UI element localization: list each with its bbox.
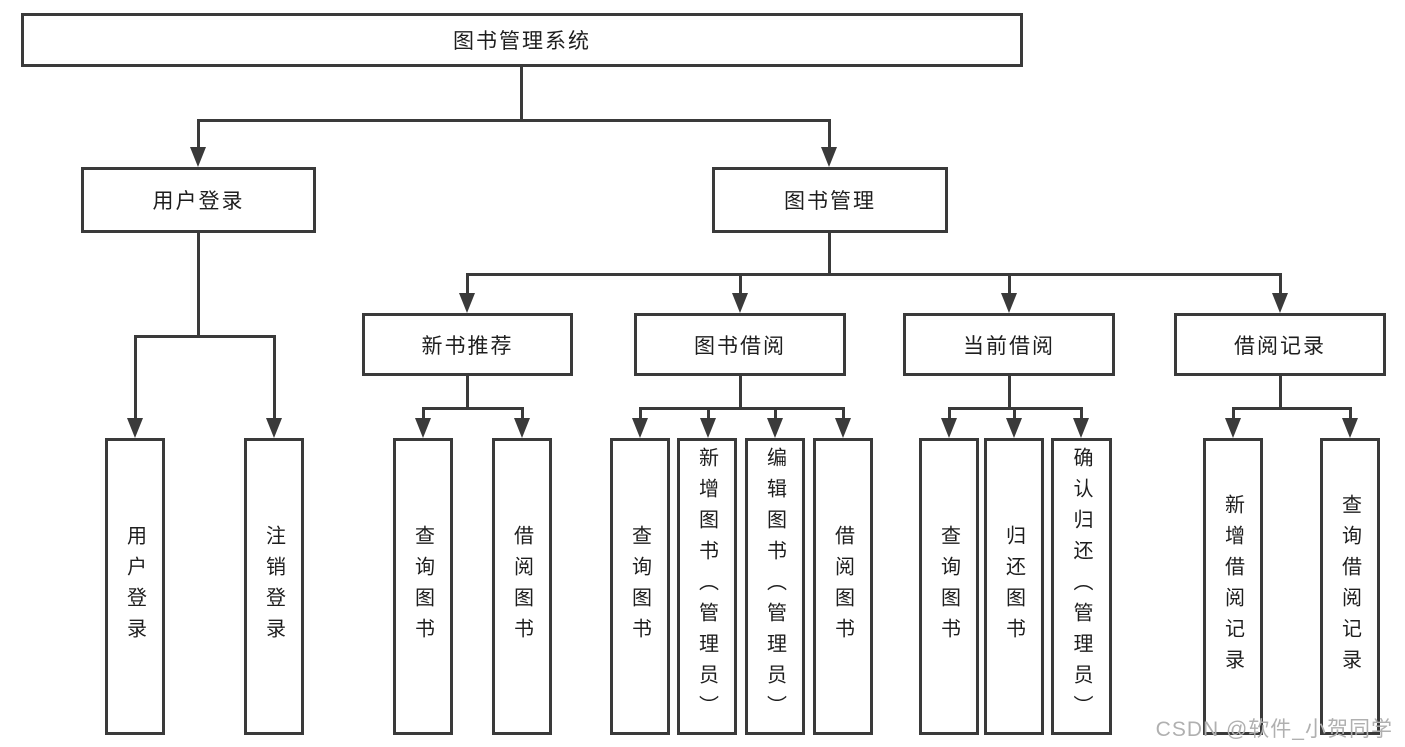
- node-new-book-recommend: 新书推荐: [362, 313, 573, 376]
- connector-drop-bb-query: [639, 407, 642, 419]
- node-user-login: 用户登录: [81, 167, 316, 233]
- connector-nb-bar: [422, 407, 524, 410]
- connector-drop-nb-borrow: [521, 407, 524, 419]
- arrow-book-management: [821, 147, 837, 167]
- arrow-nb-borrow: [514, 418, 530, 438]
- arrow-current-borrow: [1001, 293, 1017, 313]
- arrow-bb-query: [632, 418, 648, 438]
- node-current-borrow: 当前借阅: [903, 313, 1115, 376]
- node-library-management-system: 图书管理系统: [21, 13, 1023, 67]
- leaf-logout-login: 注销登录: [244, 438, 304, 735]
- connector-drop-cb-confirm: [1080, 407, 1083, 419]
- connector-book-management-bar: [466, 273, 1282, 276]
- connector-root-stem: [520, 67, 523, 120]
- node-borrow-records: 借阅记录: [1174, 313, 1386, 376]
- leaf-cb-confirm-return-admin: 确认归还（管理员）: [1051, 438, 1112, 735]
- leaf-bb-edit-books-admin: 编辑图书（管理员）: [745, 438, 805, 735]
- connector-bb-bar: [639, 407, 845, 410]
- connector-book-management-stem: [828, 231, 831, 273]
- connector-br-bar: [1232, 407, 1352, 410]
- arrow-leaf-user-login: [127, 418, 143, 438]
- connector-drop-br-add: [1232, 407, 1235, 419]
- connector-bb-stem: [739, 374, 742, 407]
- arrow-br-query: [1342, 418, 1358, 438]
- arrow-nb-query: [415, 418, 431, 438]
- node-book-borrow: 图书借阅: [634, 313, 846, 376]
- arrow-user-login: [190, 147, 206, 167]
- connector-drop-book-borrow: [739, 273, 742, 294]
- leaf-user-login: 用户登录: [105, 438, 165, 735]
- connector-drop-new-book-recommend: [466, 273, 469, 294]
- leaf-bb-query-books: 查询图书: [610, 438, 670, 735]
- connector-drop-cb-query: [948, 407, 951, 419]
- connector-drop-nb-query: [422, 407, 425, 419]
- leaf-cb-query-books: 查询图书: [919, 438, 979, 735]
- connector-drop-bb-add: [707, 407, 710, 419]
- connector-drop-borrow-records: [1279, 273, 1282, 294]
- connector-drop-leaf-logout: [273, 335, 276, 419]
- connector-drop-book-management: [828, 119, 831, 148]
- leaf-br-query-record: 查询借阅记录: [1320, 438, 1380, 735]
- connector-user-login-bar: [134, 335, 276, 338]
- arrow-bb-edit: [767, 418, 783, 438]
- node-book-management: 图书管理: [712, 167, 948, 233]
- leaf-nb-query-books: 查询图书: [393, 438, 453, 735]
- leaf-cb-return-books: 归还图书: [984, 438, 1044, 735]
- arrow-borrow-records: [1272, 293, 1288, 313]
- connector-drop-leaf-user-login: [134, 335, 137, 419]
- leaf-bb-add-books-admin: 新增图书（管理员）: [677, 438, 737, 735]
- leaf-bb-borrow-books: 借阅图书: [813, 438, 873, 735]
- arrow-leaf-logout: [266, 418, 282, 438]
- arrow-cb-query: [941, 418, 957, 438]
- arrow-book-borrow: [732, 293, 748, 313]
- connector-drop-cb-return: [1013, 407, 1016, 419]
- connector-drop-current-borrow: [1008, 273, 1011, 294]
- connector-nb-stem: [466, 374, 469, 407]
- leaf-br-add-record: 新增借阅记录: [1203, 438, 1263, 735]
- arrow-br-add: [1225, 418, 1241, 438]
- connector-drop-br-query: [1349, 407, 1352, 419]
- connector-drop-bb-borrow: [842, 407, 845, 419]
- arrow-cb-confirm: [1073, 418, 1089, 438]
- arrow-bb-add: [700, 418, 716, 438]
- connector-user-login-stem: [197, 231, 200, 335]
- arrow-bb-borrow: [835, 418, 851, 438]
- csdn-watermark: CSDN @软件_小贺同学: [1155, 718, 1393, 741]
- arrow-new-book-recommend: [459, 293, 475, 313]
- connector-br-stem: [1279, 374, 1282, 407]
- connector-cb-stem: [1008, 374, 1011, 407]
- arrow-cb-return: [1006, 418, 1022, 438]
- connector-drop-bb-edit: [774, 407, 777, 419]
- leaf-nb-borrow-books: 借阅图书: [492, 438, 552, 735]
- connector-drop-user-login: [197, 119, 200, 148]
- connector-root-bar: [197, 119, 831, 122]
